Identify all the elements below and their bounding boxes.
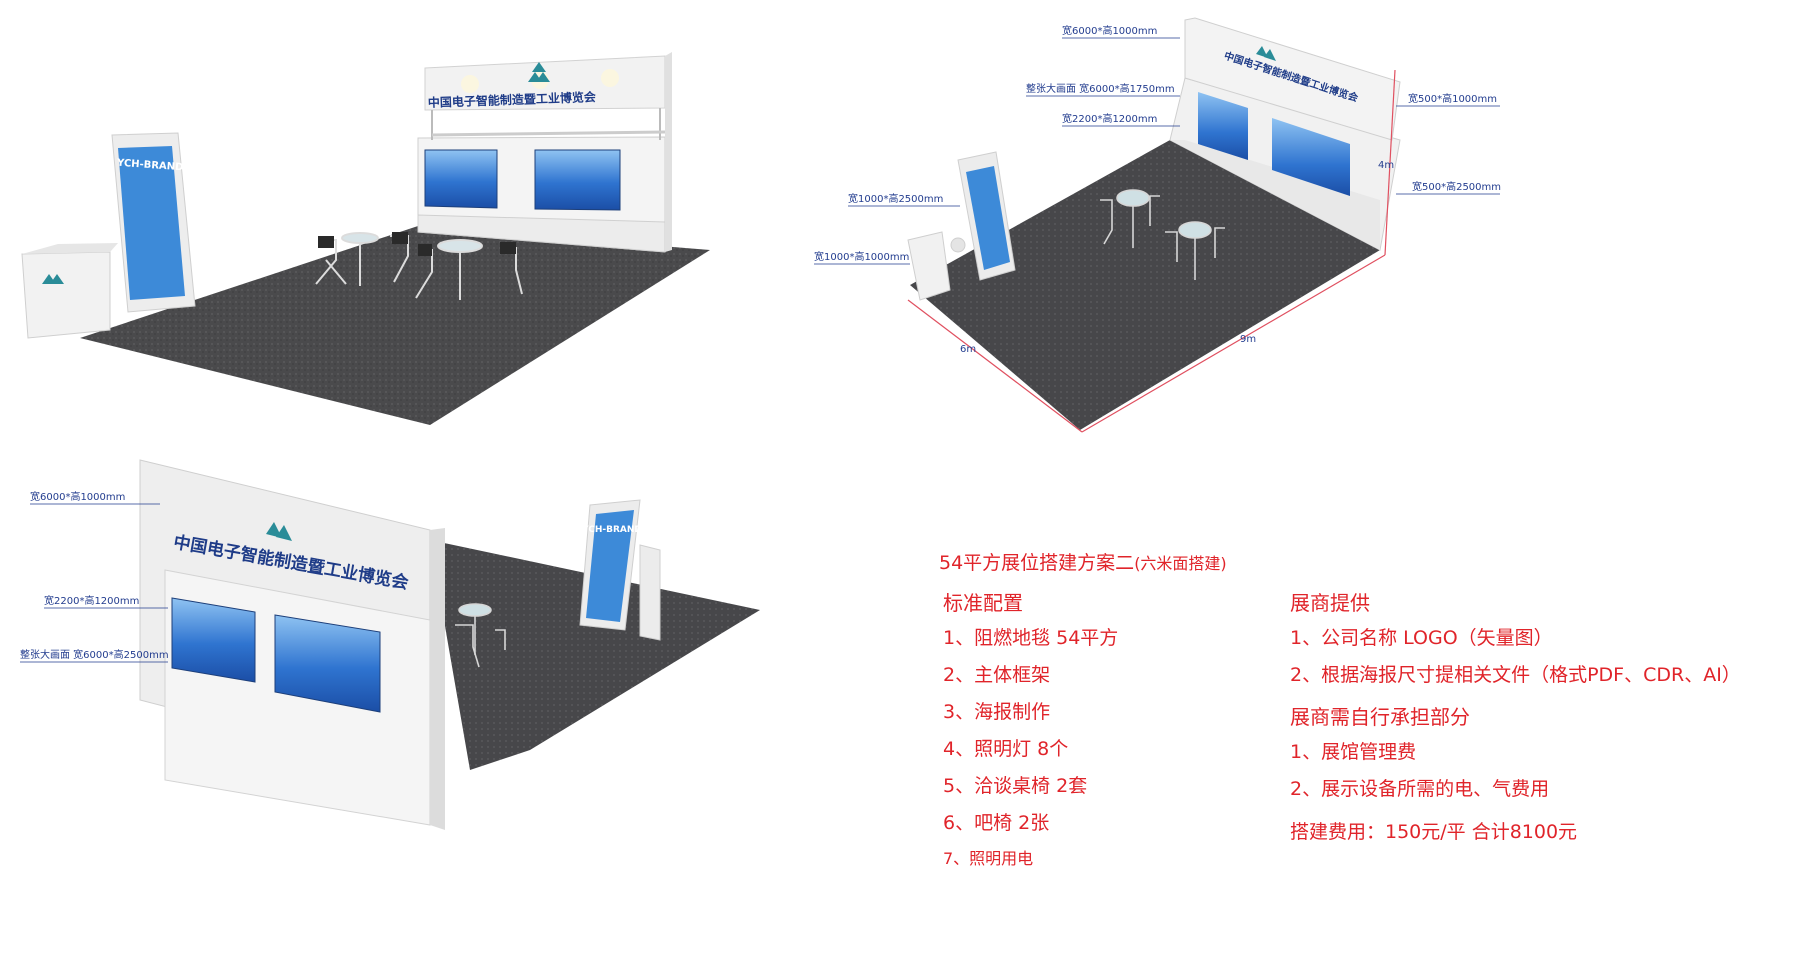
rear-carpet xyxy=(430,540,760,770)
fascia-title: 中国电子智能制造暨工业博览会 xyxy=(428,89,597,110)
spec-title-sub: (六米面搭建) xyxy=(1134,554,1227,573)
render-front-svg: 中国电子智能制造暨工业博览会 YCH-BRAND xyxy=(21,52,710,425)
standard-item: 1、阻燃地毯 54平方 xyxy=(943,627,1119,649)
carpet-floor xyxy=(80,226,710,425)
plan-carpet xyxy=(910,140,1380,430)
axis-width: 6m xyxy=(960,344,976,355)
exhibitor-heading: 展商提供 xyxy=(1290,591,1370,615)
plan-poster-right xyxy=(1272,118,1350,196)
standard-item: 6、吧椅 2张 xyxy=(943,812,1050,834)
rear-poster-left xyxy=(171,597,256,683)
render-front-view: 中国电子智能制造暨工业博览会 YCH-BRAND xyxy=(0,0,800,440)
spec-title: 54平方展位搭建方案二(六米面搭建) xyxy=(939,548,1227,575)
axis-length: 9m xyxy=(1240,334,1256,345)
render-plan-svg: 中国电子智能制造暨工业博览会 6m 9m 4m 宽6000*高1000mm 整张… xyxy=(814,17,1501,433)
rear-poster-right xyxy=(274,614,381,713)
standard-item: 3、海报制作 xyxy=(943,701,1051,723)
render-rear-view: 中国电子智能制造暨工业博览会 YCH-BRAND 宽6000*高1000mm 宽… xyxy=(0,450,800,950)
tower-brand: YCH-BRAND xyxy=(116,158,184,174)
rear-dim-full-graphic: 整张大画面 宽6000*高2500mm xyxy=(20,648,169,661)
rear-leader-lines xyxy=(20,503,168,663)
rear-tables xyxy=(455,603,506,668)
standard-item: 5、洽谈桌椅 2套 xyxy=(943,775,1088,797)
self-cost-item: 2、展示设备所需的电、气费用 xyxy=(1290,778,1550,800)
plan-leader-lines xyxy=(814,37,1500,265)
plan-header xyxy=(1184,17,1401,141)
plan-logo xyxy=(1256,46,1276,61)
reception-counter xyxy=(21,251,111,339)
rear-tower-brand: YCH-BRAND xyxy=(581,525,642,535)
render-plan-view: 中国电子智能制造暨工业博览会 6m 9m 4m 宽6000*高1000mm 整张… xyxy=(800,0,1800,440)
dim-poster: 宽2200*高1200mm xyxy=(1062,112,1157,125)
dim-top-header: 宽6000*高1000mm xyxy=(1062,24,1157,37)
spec-title-main: 54平方展位搭建方案二 xyxy=(939,552,1135,574)
self-cost-item: 1、展馆管理费 xyxy=(1290,741,1417,763)
rear-dim-poster: 宽2200*高1200mm xyxy=(44,594,139,607)
dim-side-header: 宽500*高1000mm xyxy=(1408,92,1497,105)
spec-panel: 54平方展位搭建方案二(六米面搭建) 标准配置 1、阻燃地毯 54平方 2、主体… xyxy=(935,548,1800,878)
dim-side-wall: 宽500*高2500mm xyxy=(1412,180,1501,193)
rear-logo xyxy=(266,522,292,541)
rear-dim-top-header: 宽6000*高1000mm xyxy=(30,490,125,503)
self-cost-heading: 展商需自行承担部分 xyxy=(1290,705,1470,729)
plan-counter xyxy=(907,231,951,301)
brand-tower-graphic xyxy=(118,146,185,300)
plan-tables xyxy=(1100,189,1225,280)
logo-mark xyxy=(528,62,550,82)
poster-right xyxy=(534,149,621,211)
plan-dim-lines xyxy=(907,69,1396,433)
exhibitor-item: 2、根据海报尺寸提相关文件（格式PDF、CDR、AI） xyxy=(1290,664,1741,686)
standard-item: 2、主体框架 xyxy=(943,664,1051,686)
render-rear-svg: 中国电子智能制造暨工业博览会 YCH-BRAND 宽6000*高1000mm 宽… xyxy=(20,459,760,830)
exhibitor-section: 展商提供 1、公司名称 LOGO（矢量图） 2、根据海报尺寸提相关文件（格式PD… xyxy=(1290,586,1800,852)
standard-item: 7、照明用电 xyxy=(943,849,1034,868)
exhibitor-item: 1、公司名称 LOGO（矢量图） xyxy=(1290,627,1553,649)
standard-config: 标准配置 1、阻燃地毯 54平方 2、主体框架 3、海报制作 4、照明灯 8个 … xyxy=(943,586,1283,872)
build-cost: 搭建费用：150元/平 合计8100元 xyxy=(1290,821,1578,843)
standard-heading: 标准配置 xyxy=(943,591,1023,615)
dim-full-graphic: 整张大画面 宽6000*高1750mm xyxy=(1026,82,1175,95)
axis-height: 4m xyxy=(1378,160,1394,171)
standard-item: 4、照明灯 8个 xyxy=(943,738,1069,760)
fascia-side xyxy=(665,52,672,252)
counter-logo xyxy=(42,274,64,284)
plan-poster-left xyxy=(1198,92,1248,160)
poster-left xyxy=(424,149,498,209)
dim-counter: 宽1000*高1000mm xyxy=(814,250,909,263)
dim-tower: 宽1000*高2500mm xyxy=(848,192,943,205)
